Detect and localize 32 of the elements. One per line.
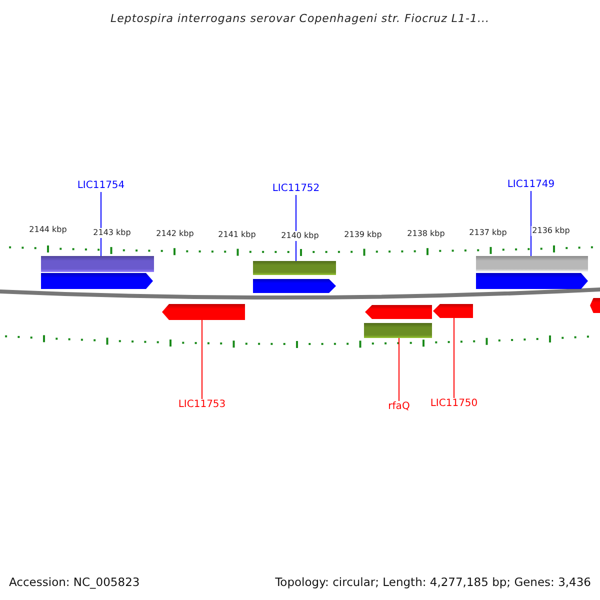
gene-match-bar bbox=[364, 323, 432, 338]
gene-block bbox=[590, 298, 600, 313]
gene-match-bar bbox=[41, 256, 154, 272]
scale-label: 2140 kbp bbox=[280, 231, 320, 241]
leader-line bbox=[100, 192, 102, 256]
leader-line bbox=[530, 190, 532, 256]
scale-label: 2144 kbp bbox=[28, 225, 68, 235]
gene-match-bar bbox=[476, 256, 588, 272]
gene-label: LIC11749 bbox=[507, 179, 555, 191]
scale-label: 2142 kbp bbox=[155, 229, 195, 239]
gene-label: LIC11753 bbox=[178, 399, 226, 411]
accession-text: Accession: NC_005823 bbox=[9, 575, 140, 589]
gene-block bbox=[433, 304, 473, 318]
gene-block bbox=[476, 273, 588, 289]
scale-label: 2137 kbp bbox=[468, 228, 508, 238]
scale-label: 2141 kbp bbox=[217, 230, 257, 240]
genome-summary-text: Topology: circular; Length: 4,277,185 bp; Genes: 3,436 bbox=[275, 575, 591, 589]
leader-line bbox=[398, 338, 400, 402]
gene-label: LIC11750 bbox=[430, 398, 478, 410]
title: Leptospira interrogans serovar Copenhageni str. Fiocruz L1-1... bbox=[110, 12, 490, 25]
gene-block bbox=[253, 279, 336, 293]
gene-block bbox=[162, 304, 245, 320]
scale-label: 2139 kbp bbox=[343, 230, 383, 240]
gene-label: LIC11752 bbox=[272, 183, 320, 195]
gene-label: LIC11754 bbox=[77, 180, 125, 192]
gene-block bbox=[41, 273, 153, 289]
gene-match-bar bbox=[253, 261, 336, 275]
gene-block bbox=[365, 305, 432, 319]
gene-label: rfaQ bbox=[388, 401, 410, 413]
scale-label: 2138 kbp bbox=[406, 229, 446, 239]
scale-label: 2136 kbp bbox=[531, 226, 571, 236]
scale-label: 2143 kbp bbox=[92, 228, 132, 238]
